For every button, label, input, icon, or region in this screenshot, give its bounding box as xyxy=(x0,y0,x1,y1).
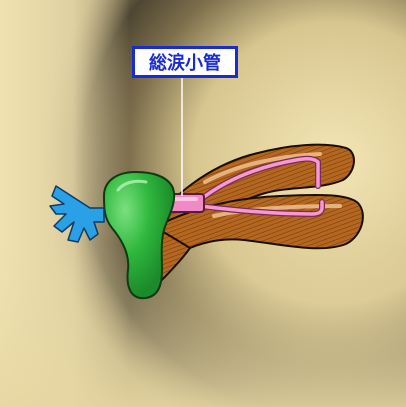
callout-label: 総涙小管 xyxy=(132,46,238,78)
